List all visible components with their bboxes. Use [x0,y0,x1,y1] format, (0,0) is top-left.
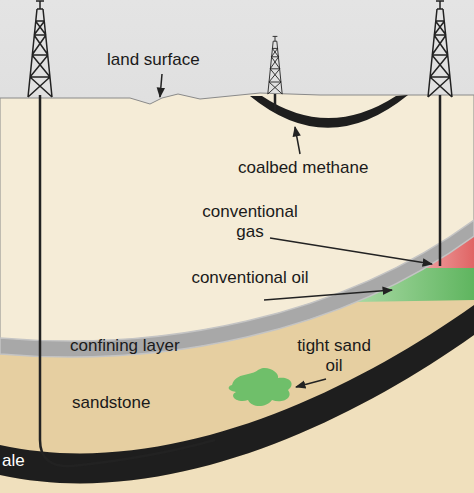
vertical-well [439,95,442,266]
layer-label: confining layer [70,336,180,356]
coal-well [274,94,277,112]
layer-label: conventional gas [190,202,310,242]
layer-label: ale [2,451,25,471]
derrick [28,1,52,97]
coal-seam [250,95,408,128]
leader-arrow [296,379,326,387]
layer-label: conventional oil [190,268,310,288]
layer-label: coalbed methane [238,158,368,178]
tight-sand-blob [229,368,292,406]
leader-arrow [160,74,162,97]
ground [0,93,474,493]
leader-arrow [264,290,392,300]
leader-arrow [270,238,432,264]
derrick [428,1,452,97]
shale-band [0,305,474,483]
leader-arrow [295,127,300,154]
horizontal-well [40,95,215,466]
layer-label: sandstone [72,393,150,413]
layer-label: tight sand oil [290,336,378,376]
layer-label: land surface [107,50,200,70]
derrick [268,36,282,94]
